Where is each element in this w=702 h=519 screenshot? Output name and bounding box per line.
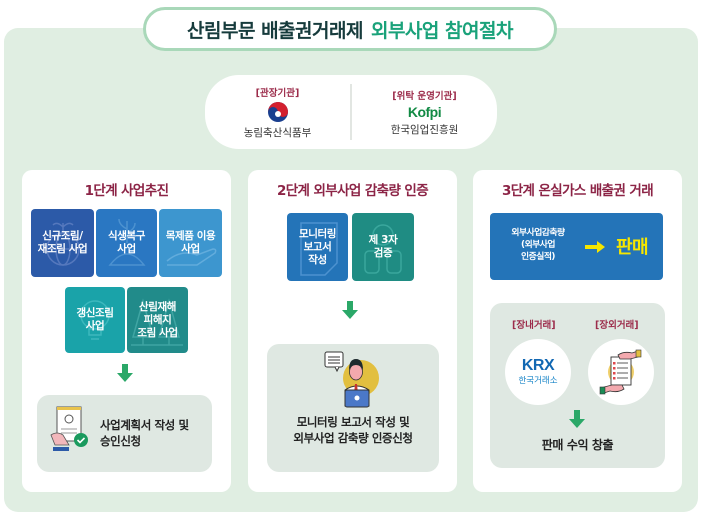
soil-sprout-icon bbox=[108, 218, 146, 266]
taegeuk-emblem-icon bbox=[267, 101, 288, 122]
arrow-down-icon bbox=[342, 301, 358, 319]
otc-circle bbox=[588, 339, 654, 405]
tile-disaster-area-afforestation: 산림재해 피해지 조림 사업 bbox=[127, 287, 188, 353]
arrow-down-icon bbox=[117, 364, 133, 382]
divider bbox=[350, 84, 352, 140]
stage-1-result-text: 사업계획서 작성 및 승인신청 bbox=[100, 418, 189, 448]
tile-wood-products: 목제품 이용 사업 bbox=[159, 209, 222, 277]
org-name: 농림축산식품부 bbox=[243, 126, 312, 139]
stage-1-card: 1단계 사업추진 신규조림/ 재조림 사업 식생복구 사업 목제품 이용 사업 … bbox=[22, 170, 231, 492]
tile-vegetation-restoration: 식생복구 사업 bbox=[96, 209, 157, 277]
stage-1-result-box: 사업계획서 작성 및 승인신청 bbox=[37, 395, 212, 472]
krx-logo-circle: KRX 한국거래소 bbox=[505, 339, 571, 405]
title-part-main: 산림부문 배출권거래제 bbox=[187, 19, 363, 42]
trees-icon bbox=[131, 298, 183, 346]
stage-2-card: 2단계 외부사업 감축량 인증 모니터링 보고서 작성 제 3자 검증 모니터링… bbox=[248, 170, 457, 492]
market-tag-otc: [장외거래] bbox=[595, 320, 639, 331]
org-tag: [위탁 운영기관] bbox=[392, 90, 457, 102]
stage-title: 3단계 온실가스 배출권 거래 bbox=[501, 183, 654, 199]
organizations-box: [관장기관] 농림축산식품부 [위탁 운영기관] Kofpi 한국임업진흥원 bbox=[205, 75, 497, 149]
stage-3-result-text: 판매 수익 창출 bbox=[541, 438, 614, 452]
document-approval-icon bbox=[50, 406, 88, 451]
globe-sprout-icon bbox=[46, 222, 80, 266]
kofpi-logo: Kofpi bbox=[407, 103, 442, 120]
tile-renewal-afforestation: 갱신조림 사업 bbox=[65, 287, 125, 353]
stage-title: 1단계 사업추진 bbox=[84, 183, 169, 199]
sale-box: 외부사업감축량 (외부사업 인증실적) 판매 bbox=[490, 213, 663, 280]
lightbulb-icon bbox=[80, 300, 110, 340]
binoculars-icon bbox=[364, 224, 402, 274]
sale-target: 판매 bbox=[616, 237, 649, 258]
stage-title: 2단계 외부사업 감축량 인증 bbox=[276, 183, 429, 199]
person-laptop-icon bbox=[324, 351, 379, 408]
arrow-down-icon bbox=[569, 410, 585, 428]
market-tag-exchange: [장내거래] bbox=[512, 320, 556, 331]
org-kofpi: [위탁 운영기관] Kofpi 한국임업진흥원 bbox=[352, 75, 497, 149]
tile-monitoring-report: 모니터링 보고서 작성 bbox=[287, 213, 348, 281]
krx-logo: KRX bbox=[521, 357, 555, 374]
document-icon bbox=[300, 222, 338, 276]
stage-2-result-box: 모니터링 보고서 작성 및 외부사업 감축량 인증신청 bbox=[267, 344, 439, 472]
sale-source: 외부사업감축량 (외부사업 인증실적) bbox=[511, 228, 565, 262]
stage-3-market-box: [장내거래] [장외거래] KRX 한국거래소 판매 수익 창출 bbox=[490, 303, 665, 468]
page-title: 산림부문 배출권거래제 외부사업 참여절차 bbox=[143, 7, 557, 51]
krx-name: 한국거래소 bbox=[518, 376, 558, 386]
tile-new-afforestation: 신규조림/ 재조림 사업 bbox=[31, 209, 94, 277]
arrow-right-icon bbox=[585, 241, 605, 253]
stage-3-card: 3단계 온실가스 배출권 거래 외부사업감축량 (외부사업 인증실적) 판매 [… bbox=[473, 170, 682, 492]
org-name: 한국임업진흥원 bbox=[390, 123, 459, 136]
stage-2-result-text: 모니터링 보고서 작성 및 외부사업 감축량 인증신청 bbox=[293, 415, 413, 445]
tile-third-party-verification: 제 3자 검증 bbox=[352, 213, 414, 281]
title-part-highlight: 외부사업 참여절차 bbox=[370, 19, 513, 42]
hand-leaf-icon bbox=[166, 248, 217, 266]
org-ministry: [관장기관] 농림축산식품부 bbox=[205, 75, 350, 149]
handshake-contract-icon bbox=[599, 349, 642, 395]
org-tag: [관장기관] bbox=[255, 87, 300, 99]
